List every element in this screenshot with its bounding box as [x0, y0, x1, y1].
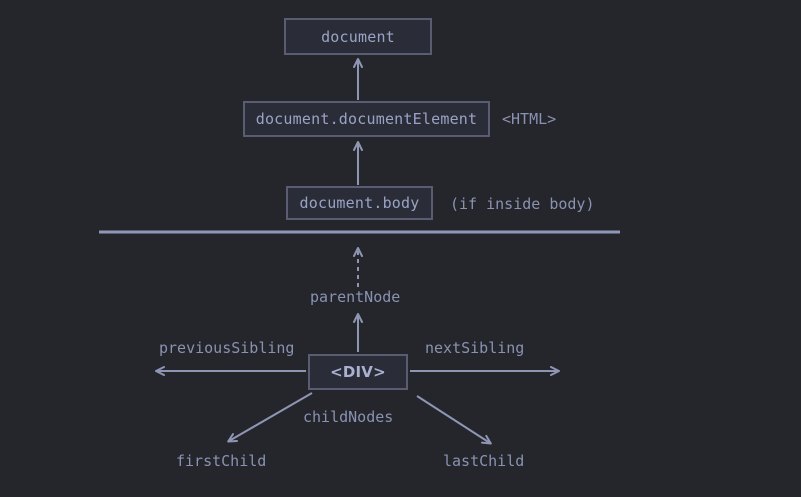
relation-label-parent-node: parentNode [310, 288, 401, 306]
relation-label-previous-sibling: previousSibling [159, 339, 295, 357]
node-box-current-div[interactable]: <DIV> [308, 354, 408, 390]
arrow-first-child [227, 392, 313, 443]
relation-label-last-child: lastChild [443, 452, 525, 470]
relation-label-child-nodes: childNodes [303, 408, 394, 426]
annotation-html-tag: <HTML> [502, 110, 557, 128]
annotation-if-inside-body: (if inside body) [450, 195, 595, 213]
arrow-last-child [416, 395, 492, 445]
node-box-document-element[interactable]: document.documentElement [243, 101, 490, 137]
relation-label-next-sibling: nextSibling [425, 339, 525, 357]
node-box-document[interactable]: document [284, 18, 432, 55]
relation-label-first-child: firstChild [176, 452, 267, 470]
node-box-document-body[interactable]: document.body [286, 186, 433, 220]
